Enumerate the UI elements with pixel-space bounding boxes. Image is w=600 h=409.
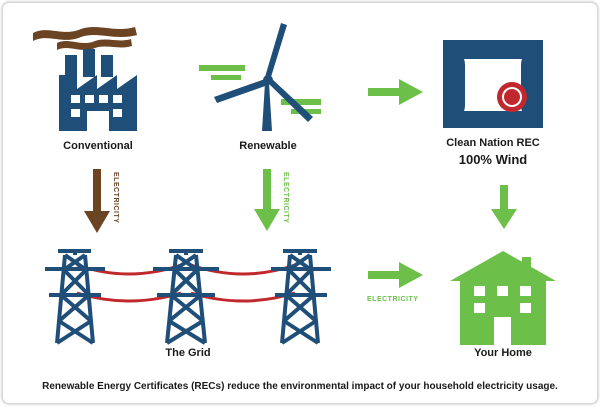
wind-lines-icon — [199, 65, 321, 114]
transmission-tower-icon — [45, 249, 105, 345]
infographic-artwork — [33, 23, 556, 345]
label-renewable: Renewable — [239, 140, 297, 152]
arrow-down-conventional — [84, 169, 110, 233]
electricity-label-home: ELECTRICITY — [367, 296, 419, 303]
sun-seal-icon — [497, 82, 527, 112]
factory-icon — [59, 49, 137, 131]
transmission-tower-icon — [153, 249, 219, 345]
smoke-icon — [33, 27, 137, 50]
label-home: Your Home — [474, 347, 532, 359]
electricity-label-renewable: ELECTRICITY — [282, 172, 289, 224]
transmission-tower-icon — [271, 249, 331, 345]
arrow-down-rec — [491, 185, 517, 229]
label-grid: The Grid — [165, 347, 211, 359]
arrow-down-renewable — [254, 169, 280, 231]
electricity-label-conventional: ELECTRICITY — [112, 172, 119, 224]
label-conventional: Conventional — [63, 140, 133, 152]
footer-caption: Renewable Energy Certificates (RECs) red… — [42, 381, 558, 392]
label-rec-name: Clean Nation REC — [446, 137, 540, 149]
arrow-right-home — [368, 262, 423, 288]
infographic-canvas: Conventional Renewable Clean Nation REC … — [3, 3, 597, 403]
wind-turbine-icon — [214, 23, 313, 131]
label-rec-sub: 100% Wind — [458, 152, 528, 167]
house-icon — [450, 251, 556, 345]
arrow-right-rec — [368, 79, 423, 105]
rec-certificate-icon — [443, 40, 543, 128]
